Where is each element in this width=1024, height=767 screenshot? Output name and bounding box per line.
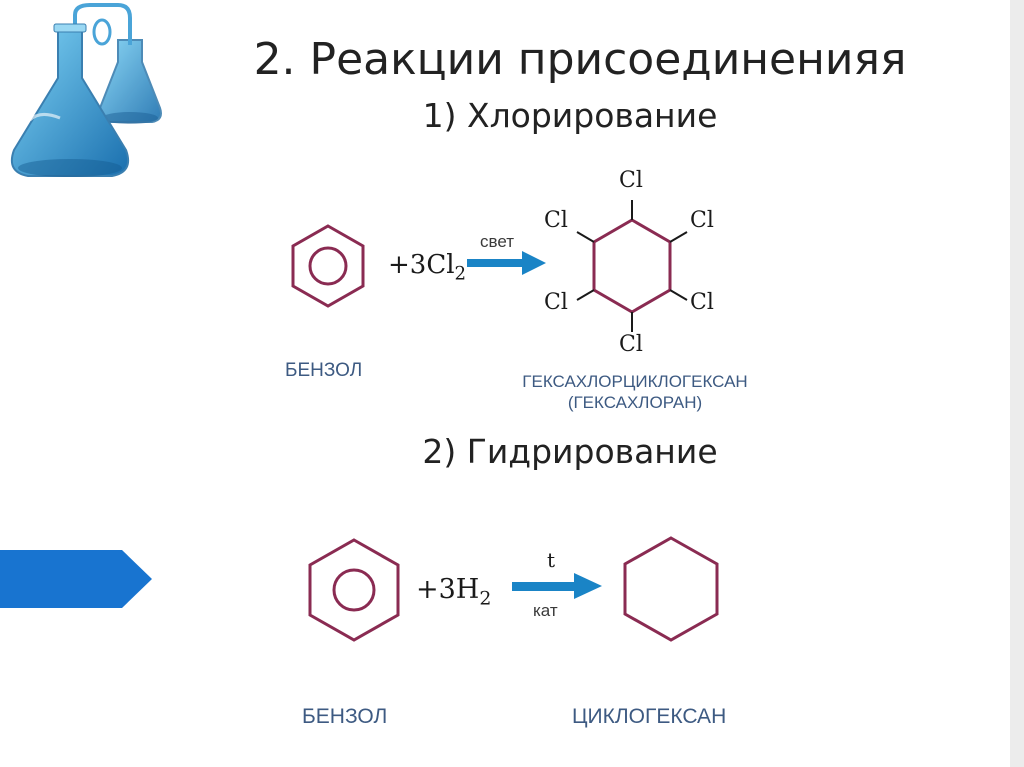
condition-temperature: t [547,548,556,572]
condition-catalyst: кат [533,601,558,620]
cl-top: Cl [619,168,643,193]
benzene-structure-2 [308,538,400,642]
cl-bonds [576,200,688,332]
cyclohexane-structure [623,536,719,642]
chemistry-flasks-icon [10,3,162,177]
hydrogen-reagent: +3H2 [416,574,492,610]
chlorine-reagent: +3Cl2 [388,250,467,285]
subtitle-chlorination: 1) Хлорирование [422,96,718,135]
slide-edge [1010,0,1024,767]
slide-accent-arrow-icon [0,550,152,608]
cl-upper-right: Cl [690,208,714,233]
subtitle-hydrogenation: 2) Гидрирование [422,432,718,471]
cl-lower-right: Cl [690,290,714,315]
cl-lower-left: Cl [544,290,568,315]
cl-upper-left: Cl [544,208,568,233]
slide-title: 2. Реакции присоединенияя [253,34,907,85]
benzene-structure [291,224,365,308]
product-alt-name-hexachlorane: (ГЕКСАХЛОРАН) [567,393,703,412]
reaction-arrow-2 [512,573,602,599]
reactant-name-benzene-2: БЕНЗОЛ [302,705,388,728]
cl-bottom: Cl [619,332,643,357]
product-name-cyclohexane: ЦИКЛОГЕКСАН [572,705,727,728]
product-name-hexachlorocyclohexane: ГЕКСАХЛОРЦИКЛОГЕКСАН [522,372,748,391]
reaction-arrow-1 [467,251,546,275]
condition-light: свет [480,232,515,251]
reactant-name-benzene-1: БЕНЗОЛ [285,360,363,381]
